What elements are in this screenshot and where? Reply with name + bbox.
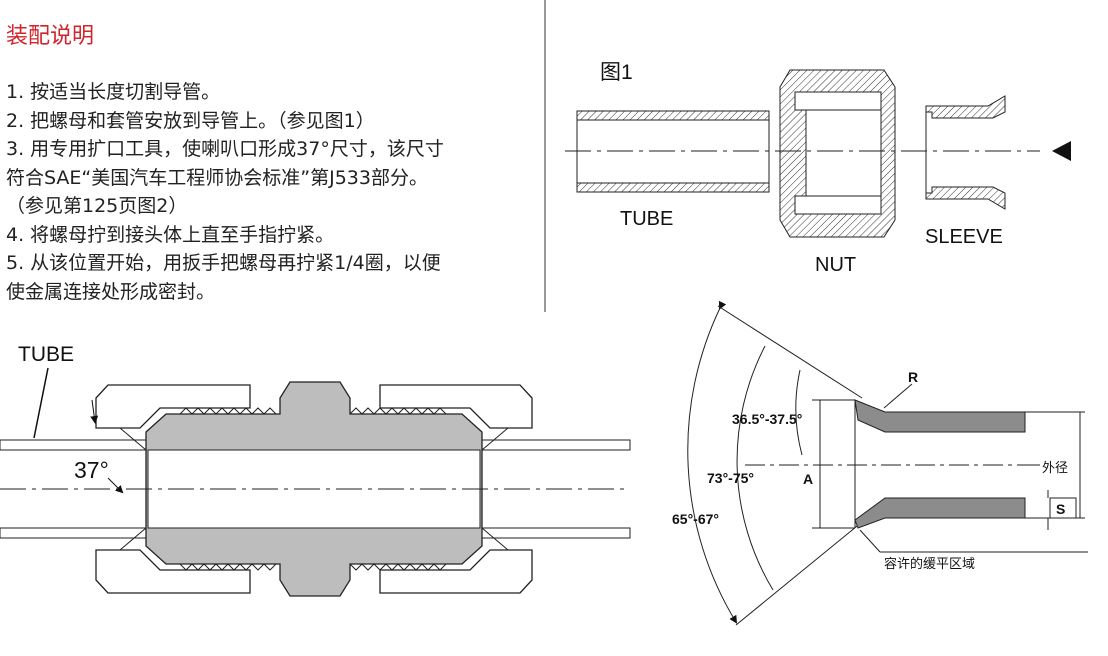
fig1-nut-label: NUT xyxy=(815,254,856,276)
column-divider xyxy=(544,0,546,312)
step-5: 5. 从该位置开始，用扳手把螺母再拧紧1/4圈，以便 xyxy=(6,252,441,274)
fig1-sleeve-label: SLEEVE xyxy=(925,226,1003,248)
assembly-tube-label: TUBE xyxy=(18,343,74,366)
angle-inner-label: 36.5°-37.5° xyxy=(732,411,802,427)
wall-s-label: S xyxy=(1056,501,1065,517)
left-nut-top xyxy=(95,384,251,429)
left-nut-bottom xyxy=(95,549,251,594)
figure-1: 图1 TUBE NUT SLEEVE xyxy=(565,61,1071,276)
assembly-drawing: TUBE 37° xyxy=(0,343,631,597)
fig1-nut xyxy=(779,69,896,238)
step-3-cont: 符合SAE“美国汽车工程师协会标准”第J533部分。 xyxy=(6,166,428,189)
right-nut-bottom xyxy=(379,549,533,594)
figure-1-label: 图1 xyxy=(600,61,633,84)
step-5-cont: 使金属连接处形成密封。 xyxy=(6,280,216,303)
flare-angle-label: 37° xyxy=(74,457,109,483)
step-2: 2. 把螺母和套管安放到导管上。（参见图1） xyxy=(6,109,375,132)
step-3: 3. 用专用扩口工具，使喇叭口形成37°尺寸，该尺寸 xyxy=(6,138,444,160)
fig1-tube-label: TUBE xyxy=(620,208,673,230)
od-label: 外径 xyxy=(1042,460,1068,475)
radius-label: R xyxy=(908,369,918,385)
step-1: 1. 按适当长度切割导管。 xyxy=(6,81,221,103)
tolerance-label: 容许的缓平区域 xyxy=(884,556,975,571)
instruction-list: 1. 按适当长度切割导管。 2. 把螺母和套管安放到导管上。（参见图1） 3. … xyxy=(6,78,536,306)
step-4: 4. 将螺母拧到接头体上直至手指拧紧。 xyxy=(6,223,335,246)
dim-a-label: A xyxy=(803,471,813,487)
flare-dimension-drawing: R 36.5°-37.5° 73°-75° 65°-67° A S 外径 容许的… xyxy=(672,300,1088,626)
step-3-ref: （参见第125页图2） xyxy=(6,195,188,217)
fig1-sleeve xyxy=(925,95,1006,210)
angle-outer-label: 65°-67° xyxy=(672,511,719,527)
angle-mid-label: 73°-75° xyxy=(707,470,754,486)
direction-arrow-icon xyxy=(1052,141,1071,161)
page-title: 装配说明 xyxy=(6,24,95,49)
assembly-tube-leader xyxy=(33,367,49,439)
right-nut-top xyxy=(379,384,533,429)
